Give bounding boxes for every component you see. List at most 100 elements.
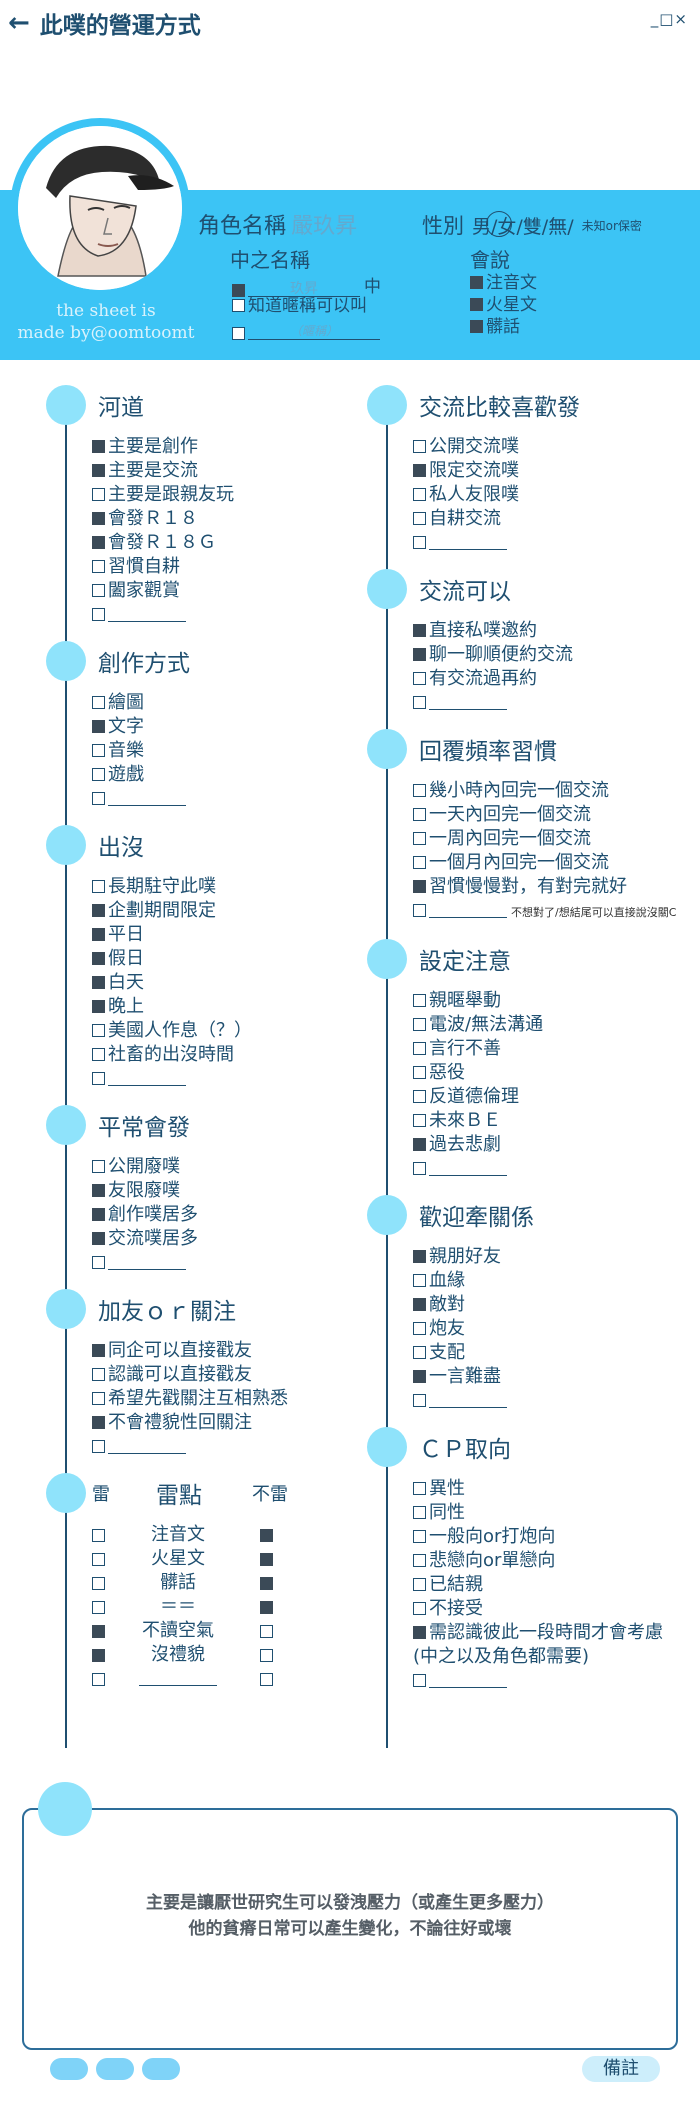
option-item[interactable]: 音樂	[92, 739, 346, 763]
option-item[interactable]: 公開交流噗	[413, 435, 687, 459]
checkbox[interactable]	[413, 904, 426, 917]
checkbox[interactable]	[413, 784, 426, 797]
option-item[interactable]: 平日	[92, 923, 346, 947]
checkbox[interactable]	[92, 1024, 105, 1037]
checkbox[interactable]	[413, 808, 426, 821]
checkbox[interactable]	[413, 994, 426, 1007]
checkbox[interactable]	[92, 1184, 105, 1197]
option-item[interactable]: 一天內回完一個交流	[413, 803, 687, 827]
checkbox[interactable]	[232, 299, 245, 312]
checkbox[interactable]	[413, 1482, 426, 1495]
checkbox[interactable]	[413, 1578, 426, 1591]
checkbox[interactable]	[413, 488, 426, 501]
checkbox[interactable]	[413, 1370, 426, 1383]
ok-checkbox[interactable]	[260, 1672, 273, 1686]
blank-option[interactable]	[92, 787, 346, 811]
checkbox[interactable]	[92, 928, 105, 941]
checkbox[interactable]	[413, 1162, 426, 1175]
option-item[interactable]: (中之以及角色都需要)	[413, 1645, 687, 1669]
checkbox[interactable]	[232, 284, 245, 297]
option-item[interactable]: 血緣	[413, 1269, 687, 1293]
option-item[interactable]: 有交流過再約	[413, 667, 687, 691]
option-item[interactable]: 美國人作息（？）	[92, 1019, 346, 1043]
checkbox[interactable]	[413, 536, 426, 549]
window-controls[interactable]: _□×	[650, 10, 688, 28]
blank-option[interactable]	[92, 1067, 346, 1091]
checkbox[interactable]	[413, 1394, 426, 1407]
checkbox[interactable]	[413, 880, 426, 893]
option-item[interactable]: 親暱舉動	[413, 989, 687, 1013]
checkbox[interactable]	[470, 276, 483, 289]
checkbox[interactable]	[92, 904, 105, 917]
ok-checkbox[interactable]	[260, 1624, 273, 1638]
option-item[interactable]: 支配	[413, 1341, 687, 1365]
blank-option[interactable]	[413, 1157, 687, 1181]
checkbox[interactable]	[92, 1232, 105, 1245]
checkbox[interactable]	[413, 1674, 426, 1687]
option-item[interactable]: 交流噗居多	[92, 1227, 346, 1251]
blank-option[interactable]	[413, 1669, 687, 1693]
checkbox[interactable]	[92, 464, 105, 477]
speak-option[interactable]: 火星文	[470, 294, 537, 316]
option-item[interactable]: 文字	[92, 715, 346, 739]
memo-button[interactable]: 備註	[582, 2056, 660, 2082]
option-item[interactable]: 電波/無法溝通	[413, 1013, 687, 1037]
checkbox[interactable]	[413, 1018, 426, 1031]
checkbox[interactable]	[413, 1626, 426, 1639]
blank-option[interactable]: 不想對了/想結尾可以直接說沒關C	[413, 899, 687, 925]
checkbox[interactable]	[413, 1554, 426, 1567]
option-item[interactable]: 創作噗居多	[92, 1203, 346, 1227]
checkbox[interactable]	[92, 744, 105, 757]
checkbox[interactable]	[92, 1440, 105, 1453]
option-item[interactable]: 社畜的出沒時間	[92, 1043, 346, 1067]
checkbox[interactable]	[92, 976, 105, 989]
ok-checkbox[interactable]	[260, 1576, 273, 1590]
checkbox[interactable]	[92, 792, 105, 805]
option-item[interactable]: 一周內回完一個交流	[413, 827, 687, 851]
option-item[interactable]: 主要是創作	[92, 435, 346, 459]
checkbox[interactable]	[413, 440, 426, 453]
option-item[interactable]: 一般向or打炮向	[413, 1525, 687, 1549]
option-item[interactable]: 已結親	[413, 1573, 687, 1597]
option-item[interactable]: 不接受	[413, 1597, 687, 1621]
checkbox[interactable]	[413, 1114, 426, 1127]
checkbox[interactable]	[92, 768, 105, 781]
checkbox[interactable]	[92, 608, 105, 621]
checkbox[interactable]	[92, 512, 105, 525]
page-pill-3[interactable]	[142, 2058, 180, 2080]
checkbox[interactable]	[413, 832, 426, 845]
option-item[interactable]: 同企可以直接戳友	[92, 1339, 346, 1363]
checkbox[interactable]	[413, 1138, 426, 1151]
option-item[interactable]: 一言難盡	[413, 1365, 687, 1389]
option-item[interactable]: 繪圖	[92, 691, 346, 715]
mine-checkbox[interactable]	[92, 1528, 105, 1542]
checkbox[interactable]	[470, 298, 483, 311]
checkbox[interactable]	[92, 1368, 105, 1381]
option-item[interactable]: 炮友	[413, 1317, 687, 1341]
back-arrow-icon[interactable]: ←	[8, 8, 30, 38]
option-item[interactable]: 悲戀向or單戀向	[413, 1549, 687, 1573]
option-item[interactable]: 不會禮貌性回關注	[92, 1411, 346, 1435]
option-item[interactable]: 遊戲	[92, 763, 346, 787]
option-item[interactable]: 主要是跟親友玩	[92, 483, 346, 507]
option-item[interactable]: 長期駐守此噗	[92, 875, 346, 899]
mine-checkbox[interactable]	[92, 1672, 105, 1686]
option-item[interactable]: 一個月內回完一個交流	[413, 851, 687, 875]
option-item[interactable]: 言行不善	[413, 1037, 687, 1061]
checkbox[interactable]	[92, 560, 105, 573]
checkbox[interactable]	[413, 1042, 426, 1055]
option-item[interactable]: 親朋好友	[413, 1245, 687, 1269]
option-item[interactable]: 限定交流噗	[413, 459, 687, 483]
checkbox[interactable]	[413, 1066, 426, 1079]
option-item[interactable]: 惡役	[413, 1061, 687, 1085]
speak-option[interactable]: 髒話	[470, 316, 537, 338]
option-item[interactable]: 闔家觀賞	[92, 579, 346, 603]
checkbox[interactable]	[413, 1346, 426, 1359]
checkbox[interactable]	[92, 1392, 105, 1405]
checkbox[interactable]	[470, 320, 483, 333]
checkbox[interactable]	[413, 1298, 426, 1311]
checkbox[interactable]	[92, 1256, 105, 1269]
blank-option[interactable]	[413, 1389, 687, 1413]
checkbox[interactable]	[413, 1322, 426, 1335]
option-item[interactable]: 未來ＢＥ	[413, 1109, 687, 1133]
